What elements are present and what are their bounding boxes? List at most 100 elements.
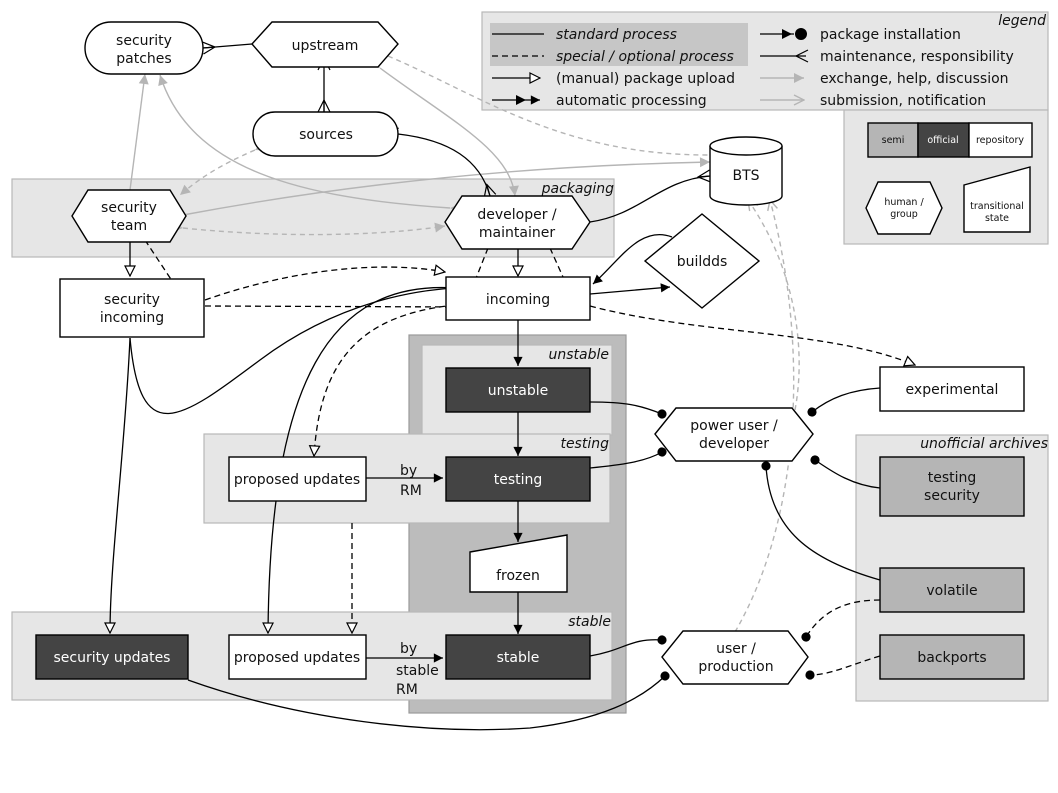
legend-standard: standard process xyxy=(556,27,677,43)
node-developer-line2: maintainer xyxy=(479,225,555,241)
edge-sources-developer xyxy=(398,134,490,196)
node-user-production-line2: production xyxy=(698,659,773,675)
edge-buildds-incoming xyxy=(592,234,673,285)
node-testing-security[interactable]: testing security xyxy=(879,456,1025,517)
edge-secincoming-incoming xyxy=(129,287,456,415)
node-frozen-label: frozen xyxy=(496,568,540,584)
edge-label-by-rm-1: by xyxy=(400,463,417,479)
node-security-patches[interactable]: security patches xyxy=(84,21,204,75)
region-label-stable: stable xyxy=(568,614,611,630)
edge-incoming-experimental xyxy=(589,305,915,365)
region-label-packaging: packaging xyxy=(541,181,614,197)
legend-manual-upload: (manual) package upload xyxy=(556,71,735,87)
node-experimental-label: experimental xyxy=(906,382,999,398)
node-volatile[interactable]: volatile xyxy=(879,567,1025,613)
node-security-incoming-line2: incoming xyxy=(100,310,164,326)
edge-incoming-buildds xyxy=(589,283,671,295)
node-incoming[interactable]: incoming xyxy=(445,276,591,321)
legend-repository: repository xyxy=(976,135,1024,146)
legend-transitional-shape xyxy=(963,166,1031,233)
edge-incoming-proposed-testing xyxy=(314,304,456,456)
node-proposed-updates-stable-label: proposed updates xyxy=(234,650,360,666)
edge-testing-power xyxy=(589,447,667,469)
edge-label-by-stable-rm-2: stable xyxy=(396,663,439,679)
node-security-updates-label: security updates xyxy=(54,650,171,666)
node-bts-label: BTS xyxy=(732,168,759,184)
node-upstream-label: upstream xyxy=(292,38,359,54)
edge-security-team-patches xyxy=(123,73,149,201)
legend-automatic: automatic processing xyxy=(556,93,707,109)
edge-label-by-stable-rm-1: by xyxy=(400,641,417,657)
node-unstable[interactable]: unstable xyxy=(445,367,591,413)
edge-upstream-bts xyxy=(388,56,709,156)
edge-upstream-patches xyxy=(203,44,253,48)
legend-title: legend xyxy=(998,13,1046,29)
edge-stable-user xyxy=(589,635,667,657)
nodes: security patches upstream sources BTS se… xyxy=(35,21,1025,698)
legend-human-2: group xyxy=(890,209,918,220)
edge-team-developer xyxy=(172,222,446,236)
node-security-team-line1: security xyxy=(101,200,157,216)
legend-install-dot xyxy=(795,28,807,40)
legend-semi: semi xyxy=(882,135,905,146)
legend-human-shape xyxy=(865,181,943,235)
node-power-user-line2: developer xyxy=(699,436,769,452)
edge-secinc-incoming-dashed2 xyxy=(204,301,470,313)
node-backports[interactable]: backports xyxy=(879,634,1025,680)
legend-transitional-1: transitional xyxy=(970,201,1024,212)
legend-install-head xyxy=(782,29,792,39)
edge-secincoming-secupdates xyxy=(110,337,131,633)
node-security-team-line2: team xyxy=(111,218,147,234)
node-testing-label: testing xyxy=(494,472,543,488)
edge-label-by-rm-2: RM xyxy=(400,483,422,499)
node-incoming-label: incoming xyxy=(486,292,550,308)
node-security-incoming[interactable]: security incoming xyxy=(59,278,205,338)
node-developer[interactable]: developer / maintainer xyxy=(444,195,591,250)
region-label-testing: testing xyxy=(560,436,609,452)
edge-secupdates-user xyxy=(187,671,670,731)
node-security-incoming-line1: security xyxy=(104,292,160,308)
legend-official: official xyxy=(927,135,958,146)
edge-unstable-power xyxy=(589,401,667,419)
legend-special: special / optional process xyxy=(556,49,734,65)
node-proposed-updates-stable[interactable]: proposed updates xyxy=(228,634,367,680)
node-developer-line1: developer / xyxy=(477,207,557,223)
node-frozen[interactable]: frozen xyxy=(469,534,568,593)
node-security-team[interactable]: security team xyxy=(71,189,187,243)
legend-maintenance: maintenance, responsibility xyxy=(820,49,1014,65)
legend-transitional-2: state xyxy=(985,213,1009,224)
node-security-patches-line2: patches xyxy=(116,51,171,67)
node-stable[interactable]: stable xyxy=(445,634,591,680)
node-upstream[interactable]: upstream xyxy=(251,21,399,68)
legend-installation: package installation xyxy=(820,27,961,43)
edge-testsec-power xyxy=(810,455,881,489)
node-user-production[interactable]: user / production xyxy=(661,630,809,685)
legend-maint-crow xyxy=(794,49,809,63)
region-label-unofficial: unofficial archives xyxy=(920,436,1048,452)
node-sources[interactable]: sources xyxy=(252,111,399,157)
node-stable-label: stable xyxy=(497,650,540,666)
node-security-updates[interactable]: security updates xyxy=(35,634,189,680)
node-experimental[interactable]: experimental xyxy=(879,366,1025,412)
edge-incoming-proposed-stable xyxy=(268,286,456,633)
node-testing-security-line2: security xyxy=(924,488,980,504)
node-testing[interactable]: testing xyxy=(445,456,591,502)
legend-human-1: human / xyxy=(884,197,924,208)
legend-submission: submission, notification xyxy=(820,93,986,109)
node-volatile-label: volatile xyxy=(926,583,977,599)
legend-official-box xyxy=(917,122,970,158)
node-sources-label: sources xyxy=(299,127,353,143)
edge-label-by-stable-rm-3: RM xyxy=(396,682,418,698)
node-proposed-updates-testing[interactable]: proposed updates xyxy=(228,456,367,502)
node-power-user[interactable]: power user / developer xyxy=(654,407,814,462)
edge-power-bts xyxy=(748,200,800,411)
node-buildds[interactable]: buildds xyxy=(643,213,761,309)
edge-developer-bts xyxy=(589,176,710,223)
edge-experimental-power xyxy=(807,387,881,417)
edges xyxy=(110,44,915,731)
edge-secinc-incoming-dashed xyxy=(204,267,445,301)
node-bts[interactable]: BTS xyxy=(709,136,783,206)
legend-repository-box xyxy=(968,122,1033,158)
edge-volatile-power xyxy=(761,461,881,581)
